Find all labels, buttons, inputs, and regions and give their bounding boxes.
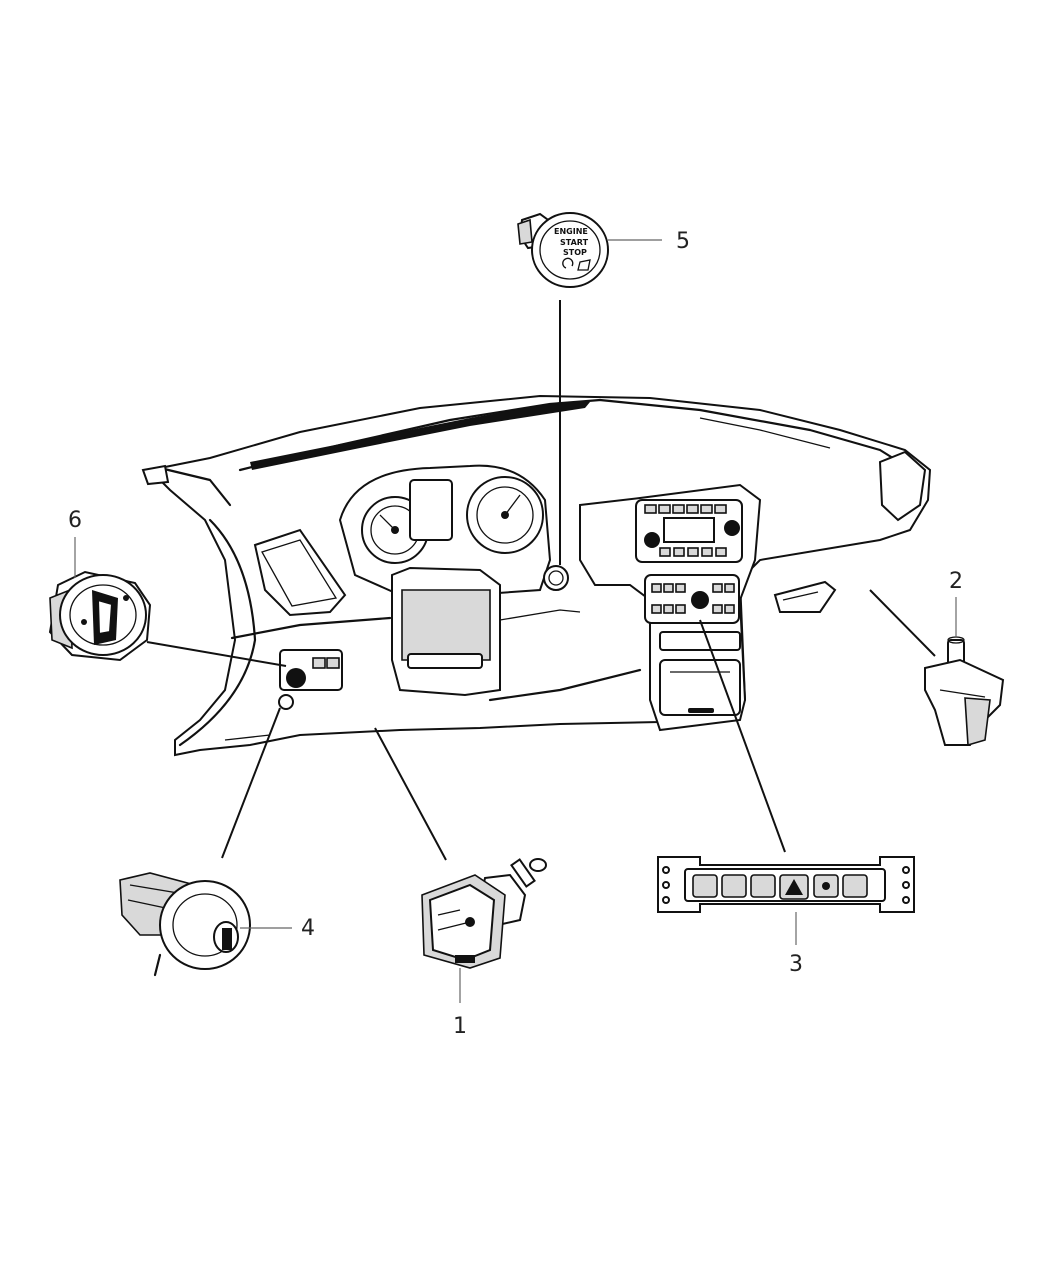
callout-6: 6 bbox=[68, 508, 82, 533]
engine-start-stop-button: ENGINE START STOP bbox=[517, 212, 609, 288]
callout-1: 1 bbox=[453, 1014, 467, 1039]
switch-bank bbox=[657, 856, 915, 913]
headlamp-switch bbox=[48, 570, 152, 662]
leader-2 bbox=[869, 589, 936, 657]
leader-lines bbox=[74, 239, 957, 1003]
callout-2: 2 bbox=[949, 569, 963, 594]
start-button-text-engine: ENGINE bbox=[554, 227, 588, 236]
instrument-panel-assembly bbox=[141, 394, 932, 757]
start-button-text-stop: STOP bbox=[563, 248, 587, 257]
callout-5: 5 bbox=[676, 229, 690, 254]
leader-1 bbox=[374, 727, 447, 861]
callout-numbers: 5 6 2 3 4 1 bbox=[68, 229, 963, 1039]
leader-3 bbox=[699, 619, 786, 853]
callout-4: 4 bbox=[301, 916, 315, 941]
leader-6 bbox=[146, 641, 287, 667]
callout-3: 3 bbox=[789, 952, 803, 977]
radio-buttons bbox=[644, 504, 740, 557]
fuel-door-release-switch bbox=[119, 872, 251, 977]
leader-4 bbox=[221, 707, 281, 859]
brake-lamp-switch bbox=[421, 858, 547, 969]
glove-box-lamp-switch bbox=[924, 636, 1005, 747]
start-button-text-start: START bbox=[560, 238, 589, 247]
